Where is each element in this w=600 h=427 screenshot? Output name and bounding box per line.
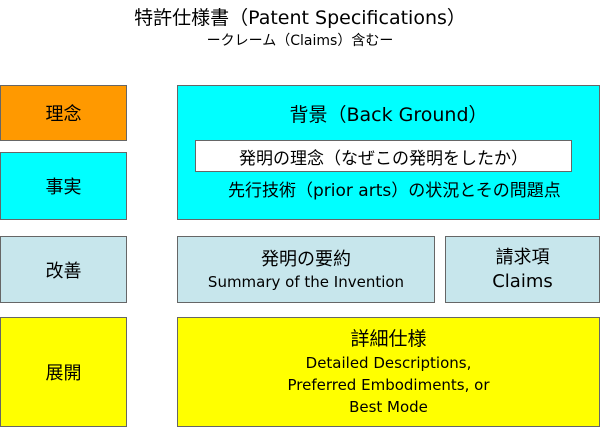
invention-concept-box: 発明の理念（なぜこの発明をしたか） (195, 140, 572, 172)
label-box-jijitsu: 事実 (0, 152, 127, 220)
claims-section: 請求項 Claims (445, 236, 600, 303)
detailed-content: 詳細仕様 Detailed Descriptions, Preferred Em… (178, 318, 599, 426)
background-section: 背景（Back Ground） 発明の理念（なぜこの発明をしたか） 先行技術（p… (177, 85, 600, 220)
label-box-kaizen: 改善 (0, 236, 127, 303)
detailed-en-line3: Best Mode (349, 398, 428, 416)
summary-jp: 発明の要約 (261, 248, 351, 270)
diagram-title: 特許仕様書（Patent Specifications） (134, 7, 466, 29)
summary-content: 発明の要約 Summary of the Invention (178, 237, 434, 302)
detailed-en-line2: Preferred Embodiments, or (287, 376, 490, 394)
claims-content: 請求項 Claims (446, 237, 599, 302)
label-box-tenkai: 展開 (0, 317, 127, 427)
label-rinen: 理念 (45, 104, 82, 125)
summary-section: 発明の要約 Summary of the Invention (177, 236, 435, 303)
label-jijitsu: 事実 (45, 177, 82, 198)
label-box-rinen: 理念 (0, 85, 127, 141)
claims-en: Claims (492, 270, 553, 292)
diagram-subtitle: ークレーム（Claims）含むー (206, 33, 394, 49)
prior-art-text: 先行技術（prior arts）の状況とその問題点 (228, 181, 561, 201)
claims-jp: 請求項 (495, 246, 550, 268)
detailed-en-line1: Detailed Descriptions, (305, 354, 472, 372)
detailed-jp: 詳細仕様 (350, 328, 427, 350)
detailed-section: 詳細仕様 Detailed Descriptions, Preferred Em… (177, 317, 600, 427)
label-tenkai: 展開 (45, 363, 82, 384)
summary-en: Summary of the Invention (207, 272, 405, 291)
invention-concept-text: 発明の理念（なぜこの発明をしたか） (239, 148, 528, 169)
background-heading: 背景（Back Ground） (289, 104, 488, 126)
label-kaizen: 改善 (45, 260, 82, 282)
